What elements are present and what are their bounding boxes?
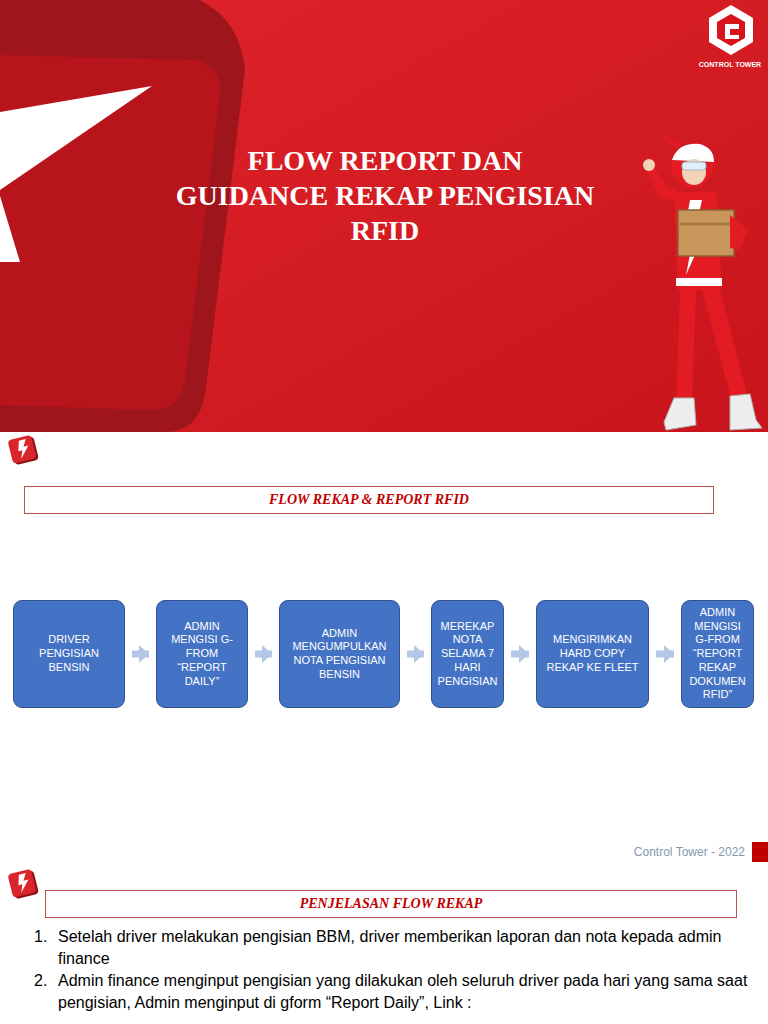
step-text: MENGIRIMKAN HARD COPY REKAP KE FLEET	[542, 633, 643, 674]
list-number: 2.	[34, 970, 56, 992]
inner-frame-shape	[0, 55, 220, 410]
slide-icon	[7, 868, 39, 900]
courier-character	[643, 134, 762, 430]
list-text: Admin finance menginput pengisian yang d…	[58, 970, 758, 1014]
title-banner: PENJELASAN FLOW REKAP	[45, 890, 737, 918]
white-wedge	[0, 86, 152, 190]
title-banner: FLOW REKAP & REPORT RFID	[24, 486, 714, 514]
title-slide-ground	[0, 0, 768, 432]
slide-icon	[7, 434, 39, 466]
flow-arrow	[255, 651, 272, 658]
step-text: ADMIN MENGISI G-FROM “REPORT REKAP DOKUM…	[687, 606, 748, 702]
slide-title: FLOW REPORT DAN GUIDANCE REKAP PENGISIAN…	[168, 143, 602, 248]
flow-arrow	[407, 651, 424, 658]
footer-mark	[752, 842, 768, 862]
step-text: ADMIN MENGISI G-FROM “REPORT DAILY”	[162, 620, 242, 689]
dark-frame-shape	[0, 0, 245, 432]
list-text: Setelah driver melakukan pengisian BBM, …	[58, 926, 758, 970]
process-box: DRIVER PENGISIAN BENSIN	[13, 600, 125, 708]
logo-icon	[709, 5, 753, 55]
process-box: MEREKAP NOTA SELAMA 7 HARI PENGISIAN	[431, 600, 504, 708]
banner-text: FLOW REKAP & REPORT RFID	[33, 491, 705, 509]
step-text: ADMIN MENGUMPULKAN NOTA PENGISIAN BENSIN	[285, 627, 394, 682]
process-box: ADMIN MENGUMPULKAN NOTA PENGISIAN BENSIN	[279, 600, 400, 708]
white-wedge	[0, 196, 20, 262]
flow-arrow	[656, 651, 674, 658]
process-box: MENGIRIMKAN HARD COPY REKAP KE FLEET	[536, 600, 649, 708]
logo-text: CONTROL TOWER	[695, 61, 765, 69]
flow-arrow	[511, 651, 529, 658]
flow-arrow	[132, 651, 149, 658]
footer-text: Control Tower - 2022	[590, 845, 745, 859]
banner-text: PENJELASAN FLOW REKAP	[54, 895, 728, 913]
list-number: 1.	[34, 926, 56, 948]
step-text: MEREKAP NOTA SELAMA 7 HARI PENGISIAN	[437, 620, 498, 689]
process-box: ADMIN MENGISI G-FROM “REPORT DAILY”	[156, 600, 248, 708]
process-box: ADMIN MENGISI G-FROM “REPORT REKAP DOKUM…	[681, 600, 754, 708]
step-text: DRIVER PENGISIAN BENSIN	[19, 633, 119, 674]
